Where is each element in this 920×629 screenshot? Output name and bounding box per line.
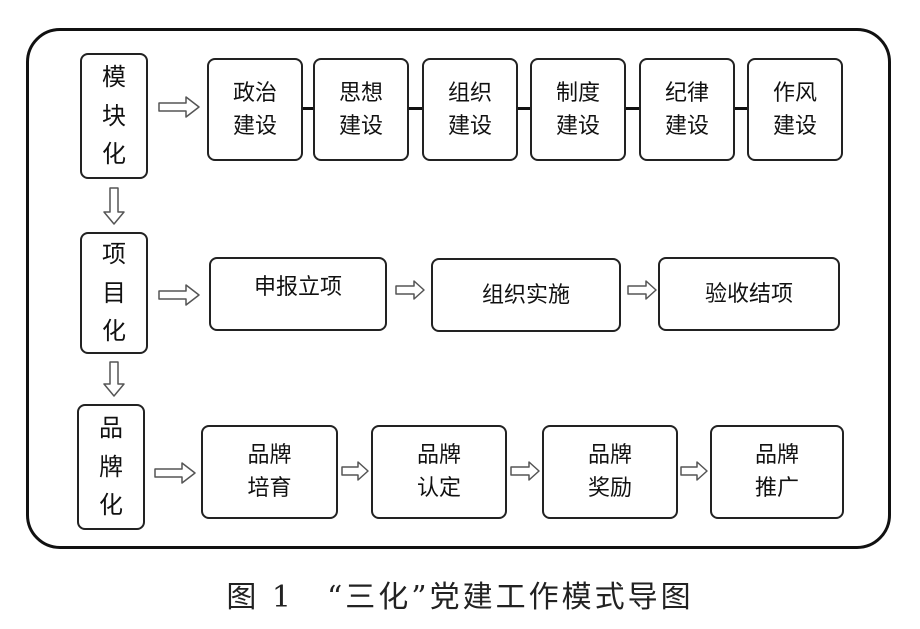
arrow-right-icon [158,96,200,118]
node-brand-certification: 品牌 认定 [371,425,507,519]
stage-project: 项 目 化 [80,232,148,354]
figure-caption: 图 1 “三化”党建工作模式导图 [226,580,694,615]
arrow-right-icon [510,461,540,481]
arrow-right-icon [158,284,200,306]
diagram-frame [26,28,891,549]
connector-line [735,107,747,110]
node-brand-reward: 品牌 奖励 [542,425,678,519]
node-institutional-building: 制度 建设 [530,58,626,161]
node-implement: 组织实施 [431,258,621,332]
arrow-down-icon [103,361,125,397]
node-ideological-building: 思想 建设 [313,58,409,161]
arrow-right-icon [341,461,369,481]
node-discipline-building: 纪律 建设 [639,58,735,161]
node-organizational-building: 组织 建设 [422,58,518,161]
node-style-building: 作风 建设 [747,58,843,161]
arrow-right-icon [680,461,708,481]
node-political-building: 政治 建设 [207,58,303,161]
arrow-down-icon [103,187,125,225]
node-apply-project: 申报立项 [209,257,387,331]
arrow-right-icon [154,462,196,484]
node-acceptance: 验收结项 [658,257,840,331]
connector-line [409,107,422,110]
connector-line [303,107,313,110]
node-brand-cultivation: 品牌 培育 [201,425,338,519]
connector-line [626,107,639,110]
connector-line [518,107,530,110]
stage-branding: 品 牌 化 [77,404,145,530]
stage-modular: 模 块 化 [80,53,148,179]
arrow-right-icon [395,280,425,300]
arrow-right-icon [627,280,657,300]
node-brand-promotion: 品牌 推广 [710,425,844,519]
